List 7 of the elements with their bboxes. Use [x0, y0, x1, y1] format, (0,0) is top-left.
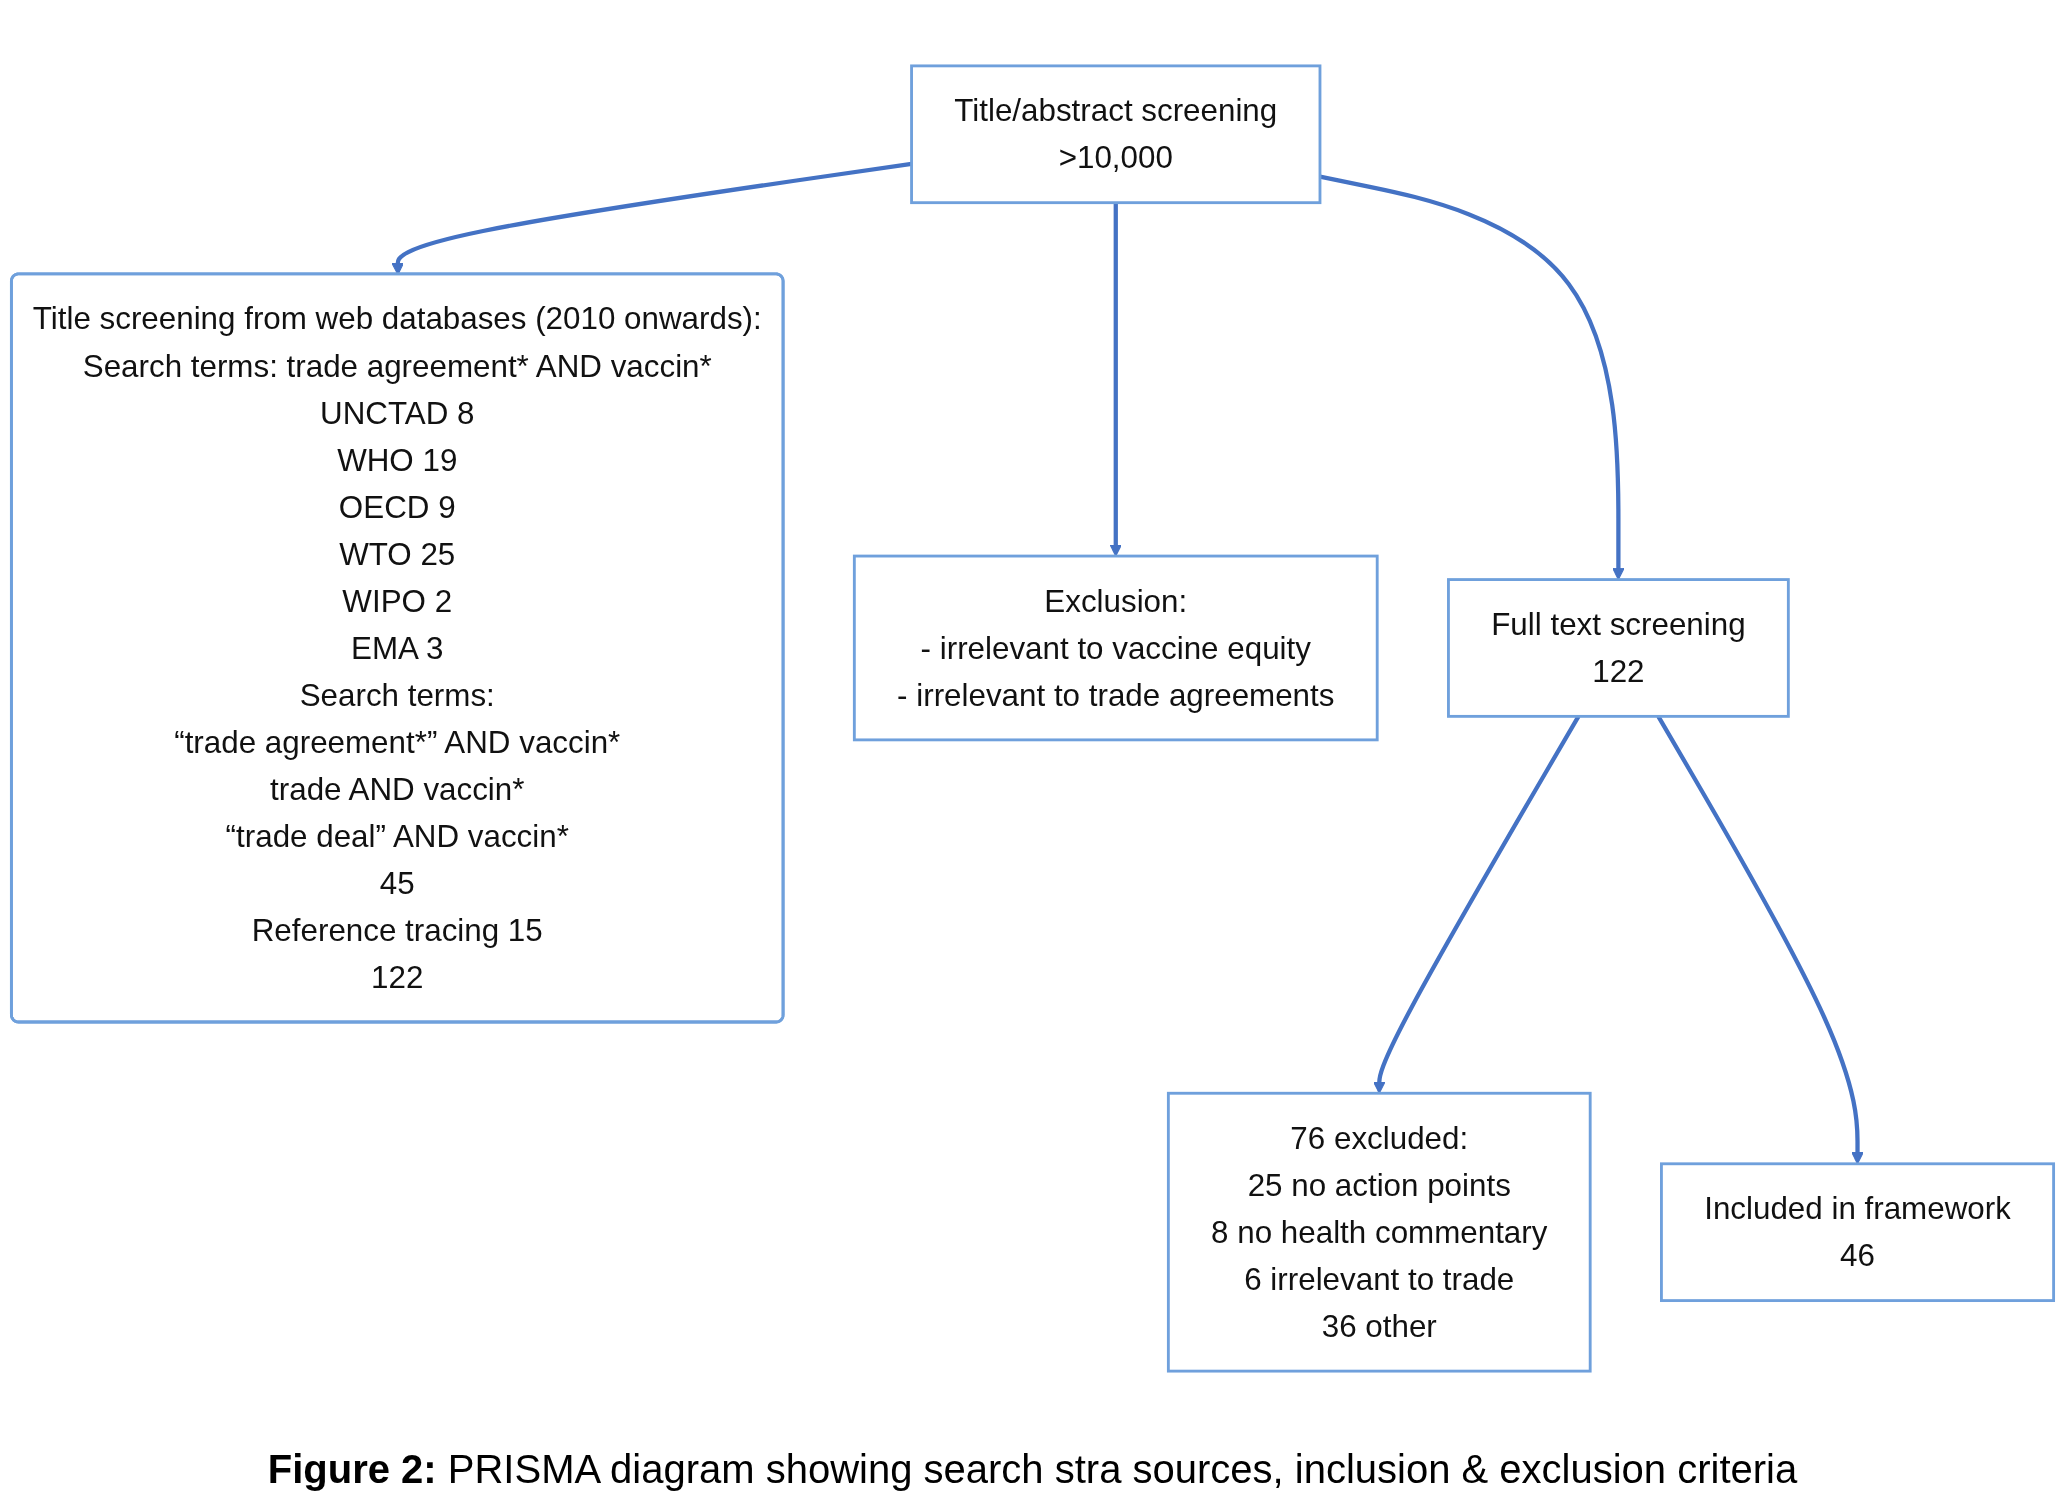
node-box: 76 excluded: 25 no action points 8 no health commentary 6 irrelevant to trade 36 other [1166, 1091, 1592, 1373]
arrow [1109, 202, 1123, 557]
node-box: Exclusion: - irrelevant to vaccine equity - irrelevant to trade agreements [852, 554, 1379, 742]
node-box: Title/abstract screening >10,000 [910, 64, 1322, 205]
node-box: Included in framework 46 [1660, 1162, 2056, 1302]
figure-caption: Figure 2: PRISMA diagram showing search stra sources, inclusion & exclusion criteria [266, 1446, 1799, 1493]
node-box: Full text screening 122 [1447, 578, 1790, 718]
